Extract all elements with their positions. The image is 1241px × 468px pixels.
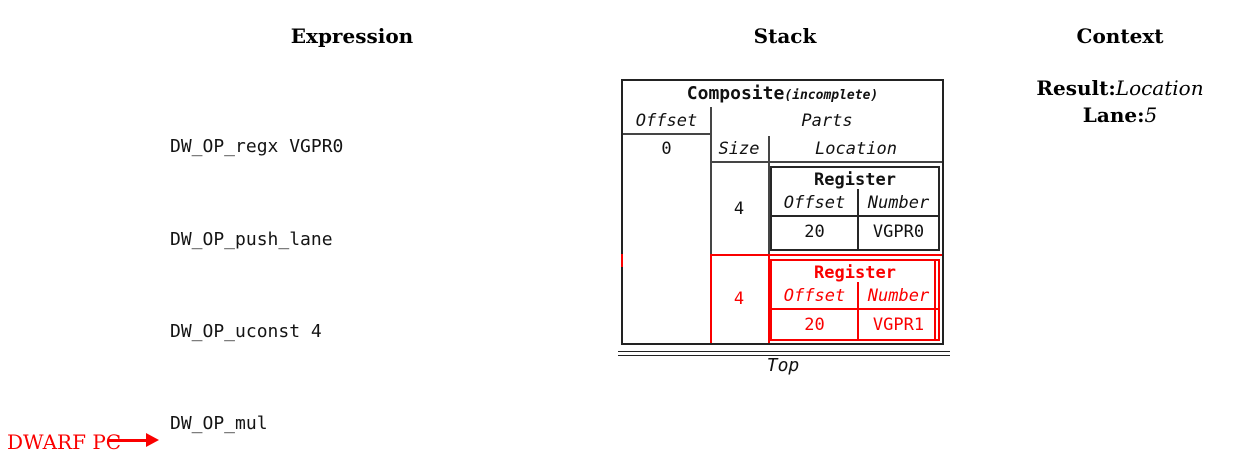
offset-header-underline [623, 133, 710, 135]
expression-instruction: DW_OP_uconst 4 [170, 320, 322, 342]
parts-header-underline [710, 161, 942, 163]
register-number-header: Number [867, 286, 930, 306]
stack-baseline [618, 351, 950, 356]
size-location-divider-highlight [768, 254, 770, 343]
composite-title: Composite(incomplete) [623, 82, 942, 106]
dwarf-pc-arrow [108, 439, 148, 442]
size-location-divider [768, 136, 770, 254]
expression-instruction: DW_OP_regx VGPR0 [170, 136, 344, 158]
register-header-underline [772, 308, 938, 310]
offset-parts-divider-highlight [710, 254, 712, 343]
stack-column-title: Stack [753, 24, 817, 48]
register-table: Register Offset Number 20 VGPR0 [770, 166, 940, 251]
stack-top-label: Top [766, 355, 800, 376]
register-offset-value: 20 [804, 221, 825, 242]
register-column-divider [857, 282, 859, 339]
context-column-title: Context [1076, 24, 1164, 48]
expression-instruction: DW_OP_push_lane [170, 228, 333, 250]
register-title: Register [814, 169, 896, 190]
register-number-value: VGPR1 [872, 314, 925, 335]
composite-table: Composite(incomplete) Offset Parts 0 Siz… [621, 79, 944, 345]
highlight-row-topline [710, 254, 942, 256]
result-value: Location [1115, 76, 1204, 100]
offset-column-header: Offset [635, 110, 698, 131]
register-offset-value: 20 [804, 314, 825, 335]
dwarf-pc-label: DWARF PC [7, 430, 122, 454]
register-number-header: Number [867, 193, 930, 213]
context-result-line: Result:Location [1010, 76, 1230, 100]
composite-title-text: Composite [686, 83, 785, 104]
result-label: Result: [1036, 76, 1116, 100]
location-column-header: Location [815, 139, 897, 159]
register-offset-header: Offset [783, 286, 846, 306]
part-size-value-highlight: 4 [733, 288, 745, 309]
register-inner-border [934, 261, 936, 339]
offset-parts-divider [710, 107, 712, 254]
dwarf-pc-arrow-icon [146, 433, 159, 447]
register-column-divider [857, 189, 859, 249]
part-size-value: 4 [733, 198, 745, 219]
lane-label: Lane: [1082, 103, 1145, 127]
highlight-border-tick [621, 254, 623, 267]
size-column-header: Size [718, 139, 760, 159]
expression-instruction: DW_OP_mul [170, 412, 268, 434]
register-table-highlight: Register Offset Number 20 VGPR1 [770, 259, 940, 341]
expression-column-title: Expression [290, 24, 414, 48]
context-lane-line: Lane:5 [1010, 103, 1230, 127]
register-offset-header: Offset [783, 193, 846, 213]
parts-column-header: Parts [801, 110, 853, 131]
register-number-value: VGPR0 [872, 221, 925, 242]
register-title: Register [814, 262, 896, 283]
lane-value: 5 [1144, 103, 1158, 127]
composite-qualifier: (incomplete) [784, 88, 879, 103]
offset-value: 0 [661, 138, 672, 159]
register-header-underline [772, 215, 938, 217]
expression-list: DW_OP_regx VGPR0 DW_OP_push_lane DW_OP_u… [170, 71, 343, 468]
